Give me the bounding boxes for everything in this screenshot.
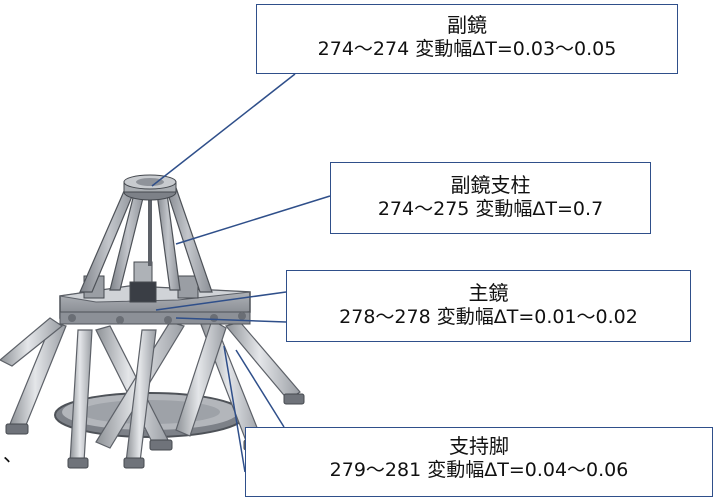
leader-support-leg-a <box>223 345 246 473</box>
callout-title: 副鏡 <box>447 13 487 37</box>
callout-value: 274〜274 変動幅ΔT=0.03〜0.05 <box>317 38 617 60</box>
leader-secondary-mirror <box>151 73 296 187</box>
secondary-mirror-housing <box>123 174 177 201</box>
callout-title: 主鏡 <box>468 281 509 305</box>
telescope-structure <box>0 174 305 469</box>
callout-value: 279〜281 変動幅ΔT=0.04〜0.06 <box>329 459 629 481</box>
callout-secondary-mirror-support: 副鏡支柱 274〜275 変動幅ΔT=0.7 <box>330 162 651 234</box>
callout-primary-mirror: 主鏡 278〜278 変動幅ΔT=0.01〜0.02 <box>286 270 691 342</box>
secondary-support-struts <box>79 181 213 293</box>
leader-primary-mirror <box>155 291 287 311</box>
callout-support-leg: 支持脚 279〜281 変動幅ΔT=0.04〜0.06 <box>245 427 713 497</box>
callout-secondary-mirror: 副鏡 274〜274 変動幅ΔT=0.03〜0.05 <box>256 4 678 74</box>
leader-secondary-support <box>175 195 331 245</box>
leader-support-leg-b <box>235 349 285 428</box>
leader-primary-mirror-b <box>175 317 287 323</box>
center-rod <box>148 196 152 266</box>
callout-title: 副鏡支柱 <box>450 173 531 197</box>
callout-value: 278〜278 変動幅ΔT=0.01〜0.02 <box>339 306 638 328</box>
leader-lines <box>151 73 331 473</box>
callout-title: 支持脚 <box>449 434 509 458</box>
edge-punctuation: 、 <box>3 442 23 466</box>
callout-value: 274〜275 変動幅ΔT=0.7 <box>377 198 604 220</box>
